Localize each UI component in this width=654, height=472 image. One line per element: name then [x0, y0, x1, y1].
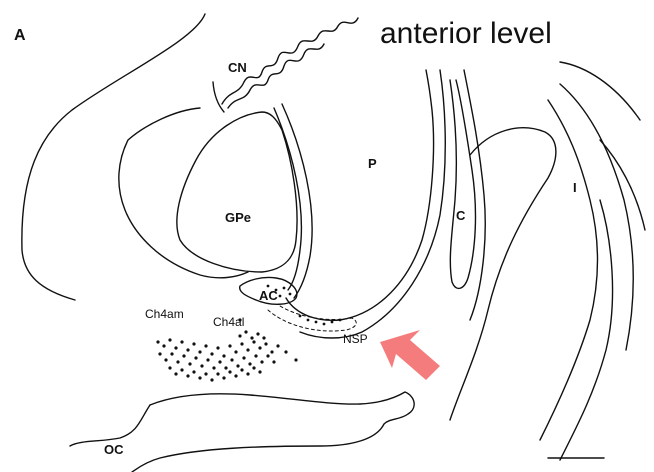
label-ac: AC — [259, 288, 278, 303]
cn-wavy-boundary-inner — [228, 44, 324, 108]
label-i: I — [573, 180, 577, 195]
label-oc: OC — [104, 442, 124, 457]
label-ch4am: Ch4am — [145, 307, 184, 321]
label-c: C — [456, 208, 466, 223]
putamen-lower-boundary — [286, 70, 434, 320]
insula-curve-3 — [560, 84, 633, 350]
label-gpe: GPe — [225, 210, 251, 225]
ch4-dot-cluster — [156, 285, 341, 382]
putamen-outer-boundary — [300, 70, 445, 338]
label-p: P — [368, 156, 377, 171]
gpe-outline — [177, 112, 297, 272]
left-lobe-outline — [119, 108, 248, 278]
insula-curve-5 — [560, 62, 640, 120]
figure-title: anterior level — [380, 17, 552, 50]
optic-chiasm-outline — [70, 405, 150, 446]
label-ch4al: Ch4al — [213, 315, 244, 329]
outer-left-contour — [22, 14, 205, 300]
label-cn: CN — [228, 60, 247, 75]
cn-left-boundary — [213, 82, 224, 112]
panel-letter: A — [14, 27, 26, 44]
insula-curve-2 — [540, 100, 598, 440]
insula-curve-6 — [600, 140, 645, 230]
arrow-icon — [380, 330, 440, 380]
basal-forebrain-lower-boundary — [132, 392, 414, 472]
insula-curve-1 — [450, 128, 556, 420]
nsp-dashed-outline — [268, 306, 356, 331]
internal-capsule-line-1 — [274, 108, 301, 290]
label-nsp: NSP — [343, 332, 368, 346]
